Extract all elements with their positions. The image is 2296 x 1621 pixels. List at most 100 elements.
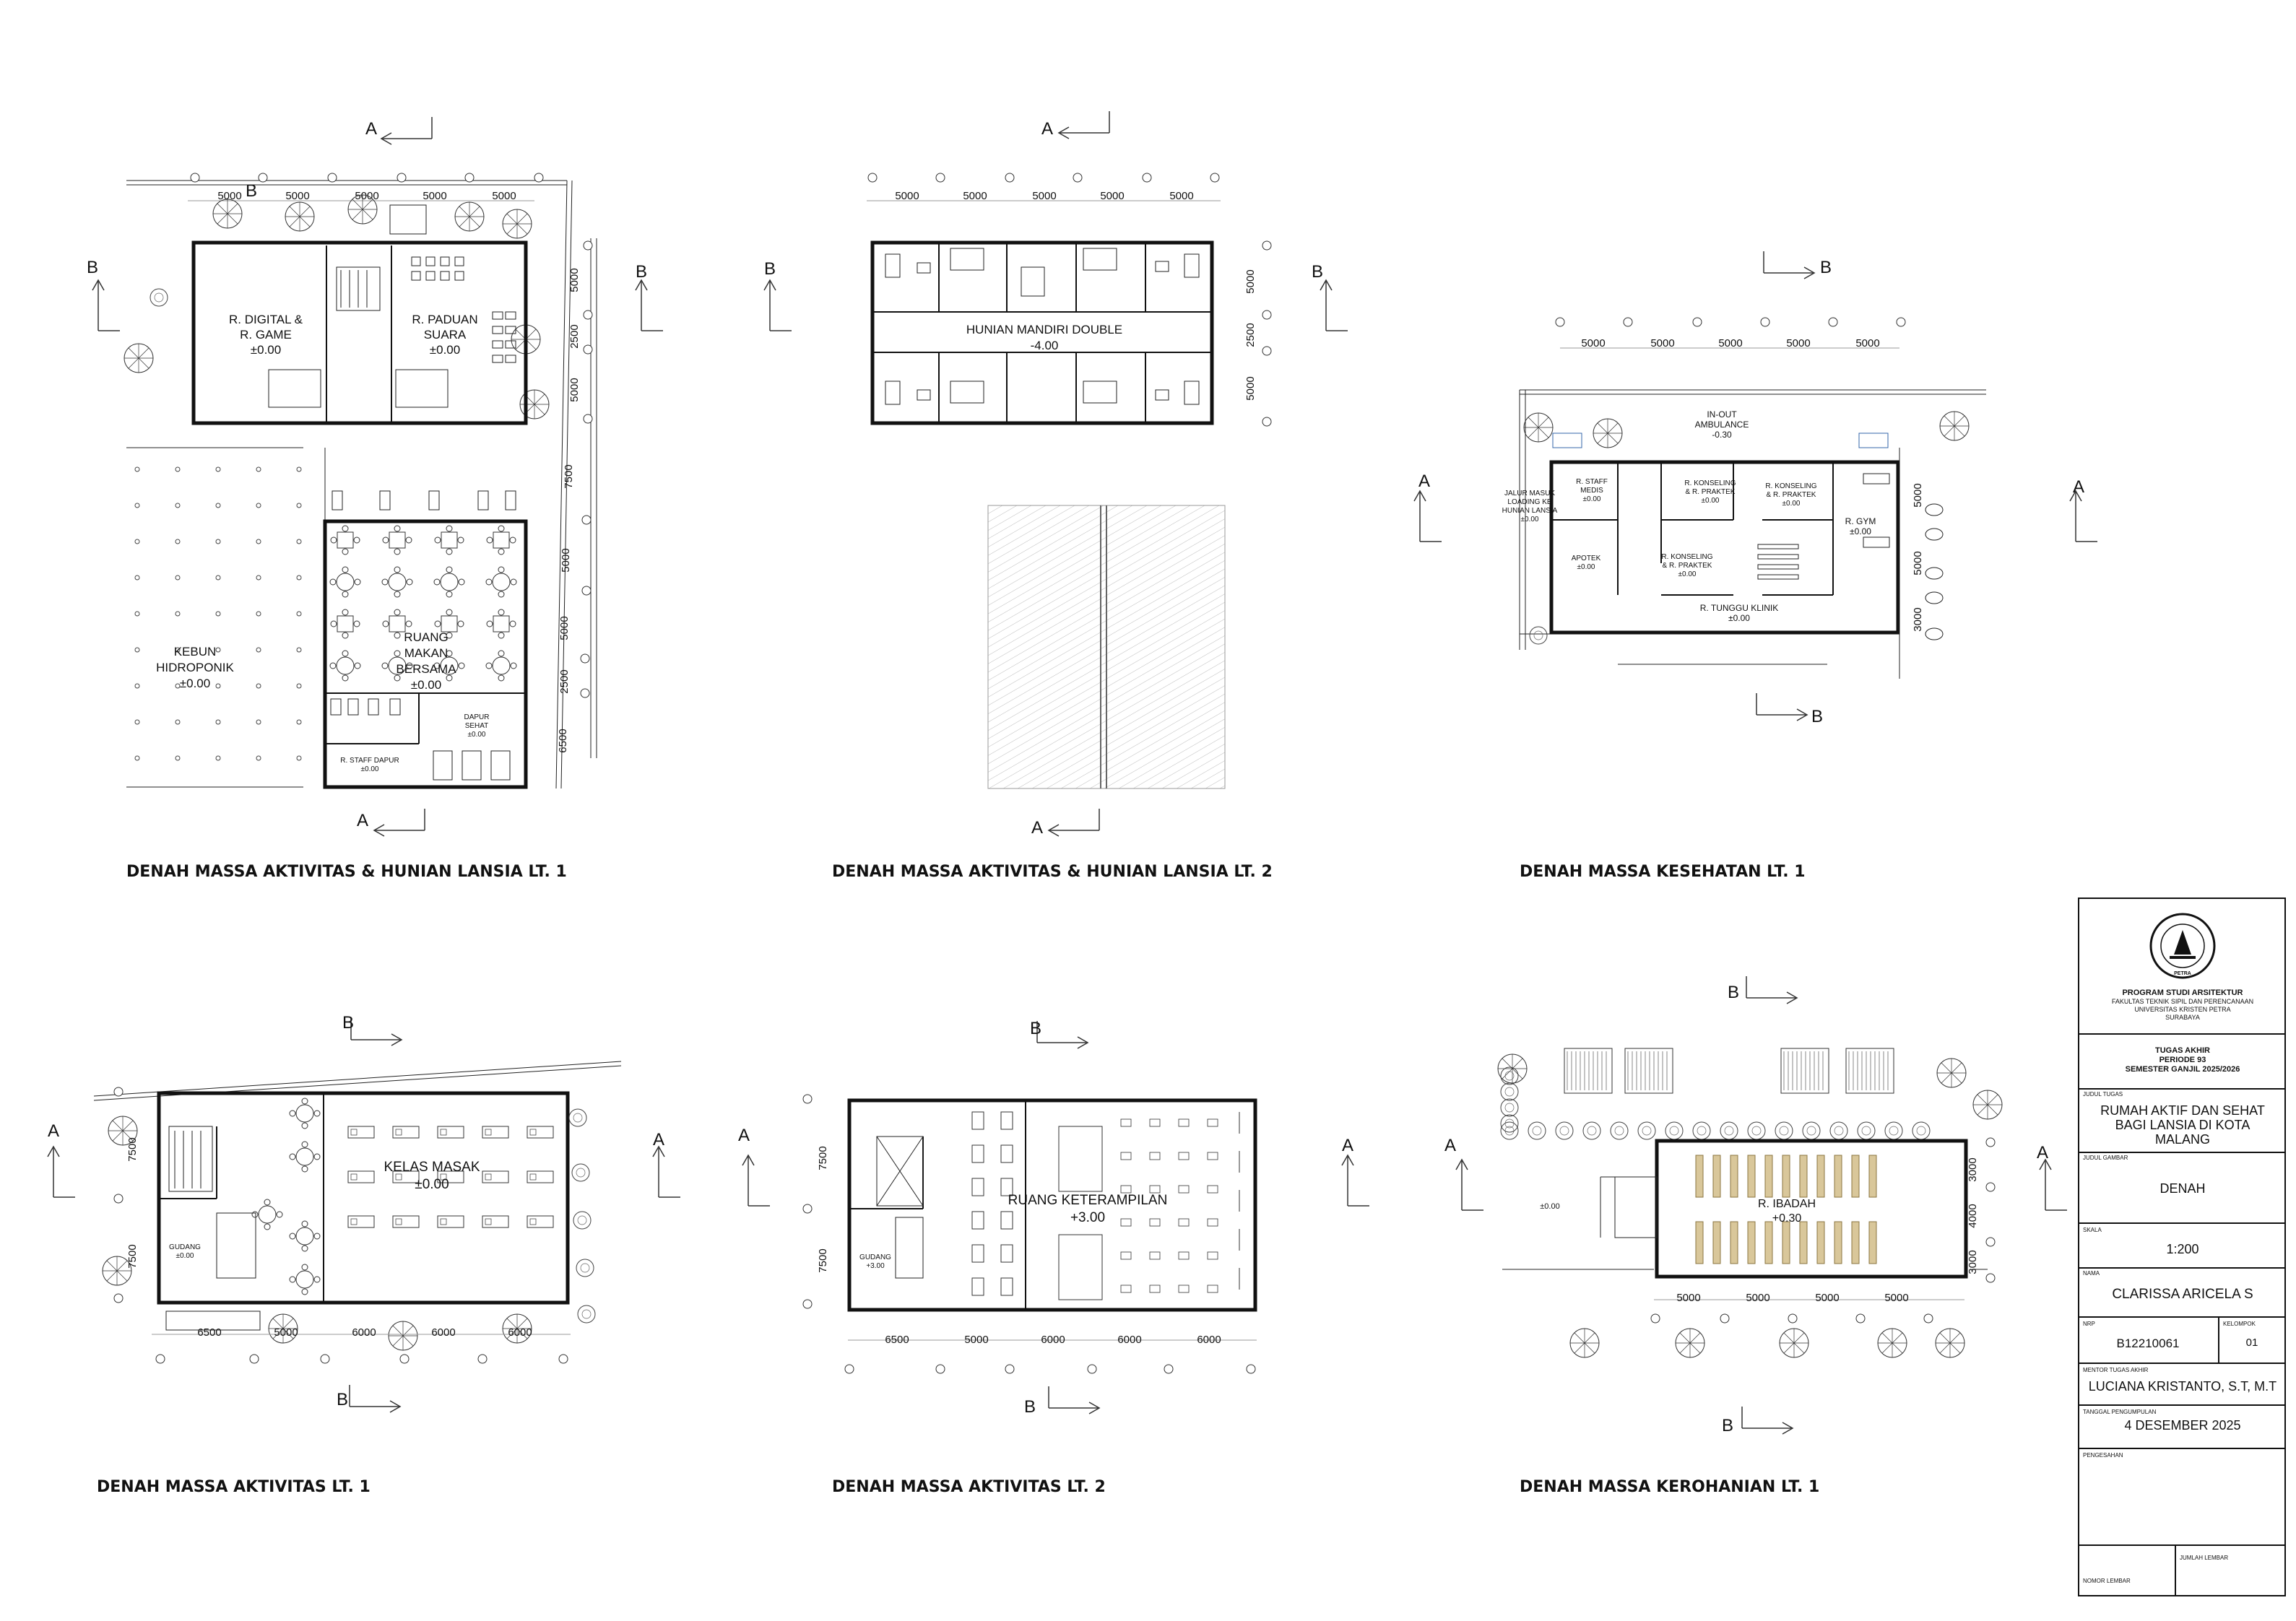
drawing-title: DENAH MASSA KESEHATAN LT. 1 — [1520, 863, 1806, 881]
city-name: SURABAYA — [2165, 1014, 2200, 1021]
dim-label: 2500 — [568, 324, 581, 348]
dim-label: 5000 — [423, 190, 446, 202]
room-label: RUANG KETERAMPILAN — [1008, 1193, 1168, 1208]
university-logo: PETRA — [2149, 913, 2216, 979]
room-level: ±0.00 — [176, 1252, 194, 1260]
room-label: R. KONSELING — [1684, 479, 1736, 487]
dim-label: 5000 — [963, 190, 987, 202]
drawing-aktivitas-hunian-lt1: A A B B B 5000 5000 5000 5000 5000 — [87, 116, 664, 881]
dim-label: 5000 — [274, 1326, 298, 1339]
field-label: TANGGAL PENGUMPULAN — [2083, 1409, 2157, 1415]
drawing-title: DENAH MASSA KEROHANIAN LT. 1 — [1520, 1478, 1819, 1496]
room-label: R. STAFF DAPUR — [340, 757, 399, 765]
dim-label: 5000 — [1169, 190, 1193, 202]
room-label: R. KONSELING — [1765, 482, 1816, 490]
dim-label: 5000 — [1786, 337, 1810, 349]
room-label: KELAS MASAK — [384, 1160, 480, 1175]
mentor-name: LUCIANA KRISTANTO, S.T, M.T — [2089, 1379, 2276, 1394]
room-label: KEBUN — [174, 645, 217, 659]
section-mark-b: B — [1811, 707, 1823, 726]
dim-label: 7500 — [817, 1146, 829, 1170]
room-label: RUANG — [404, 630, 448, 644]
dim-label: 5000 — [895, 190, 919, 202]
dim-label: 5000 — [1718, 337, 1742, 349]
section-mark-b: B — [1312, 262, 1323, 282]
room-label: R. STAFF — [1576, 478, 1608, 486]
student-name: CLARISSA ARICELA S — [2112, 1287, 2253, 1302]
dim-label: 5000 — [964, 1334, 988, 1346]
section-mark-a: A — [653, 1130, 664, 1150]
room-label: BERSAMA — [396, 662, 456, 676]
section-mark-b: B — [246, 181, 257, 201]
room-label: AMBULANCE — [1695, 420, 1749, 430]
dim-label: 6000 — [1197, 1334, 1221, 1346]
field-label: JUDUL GAMBAR — [2083, 1155, 2128, 1161]
dim-label: 2500 — [558, 669, 571, 693]
section-mark-a: A — [2037, 1143, 2048, 1162]
dim-label: 7500 — [817, 1248, 829, 1272]
university-name: UNIVERSITAS KRISTEN PETRA — [2134, 1006, 2230, 1013]
dim-label: 5000 — [1884, 1292, 1908, 1304]
room-level: ±0.00 — [1782, 500, 1801, 508]
outdoor-benches — [1564, 1048, 1894, 1094]
section-mark-b: B — [342, 1013, 354, 1033]
room-label: HUNIAN MANDIRI DOUBLE — [966, 323, 1122, 336]
room-label: HUNIAN LANSIA — [1502, 507, 1558, 515]
dim-label: 5000 — [1244, 376, 1257, 400]
dim-label: 6000 — [508, 1326, 532, 1339]
room-label: & R. PRAKTEK — [1663, 562, 1712, 570]
room-level: ±0.00 — [361, 765, 379, 773]
dim-label: 5000 — [1032, 190, 1056, 202]
room-label: & R. PRAKTEK — [1767, 491, 1816, 499]
field-label: NRP — [2083, 1321, 2095, 1327]
drawing-kesehatan-lt1: B B A A 5000 5000 5000 5000 5000 — [1413, 251, 2098, 881]
group-number: 01 — [2246, 1337, 2258, 1349]
room-label: GUDANG — [859, 1253, 891, 1261]
field-label: KELOMPOK — [2223, 1321, 2256, 1327]
section-mark-a: A — [2073, 477, 2084, 497]
drawing-kerohanian-lt1: B B A A R. IBADAH +0.30 ±0.00 5000 5000 … — [1444, 975, 2068, 1496]
section-mark-a: A — [1041, 119, 1053, 139]
dim-label: 3000 — [1912, 607, 1924, 631]
room-label: SEHAT — [465, 722, 489, 730]
task-label: TUGAS AKHIR — [2155, 1046, 2210, 1055]
scale-value: 1:200 — [2166, 1242, 2198, 1256]
dim-label: 5000 — [1746, 1292, 1769, 1304]
drawing-title: DENAH MASSA AKTIVITAS & HUNIAN LANSIA LT… — [832, 863, 1273, 881]
drawing-title: DENAH MASSA AKTIVITAS & HUNIAN LANSIA LT… — [126, 863, 567, 881]
room-level: +3.00 — [866, 1262, 885, 1270]
student-id: B12210061 — [2117, 1337, 2180, 1350]
project-title: RUMAH AKTIF DAN SEHAT — [2100, 1103, 2265, 1118]
section-mark-b: B — [764, 259, 776, 279]
field-label: PENGESAHAN — [2083, 1452, 2123, 1459]
field-label: JUMLAH LEMBAR — [2180, 1555, 2228, 1561]
field-label: NOMOR LEMBAR — [2083, 1578, 2131, 1584]
room-level: ±0.00 — [1728, 613, 1750, 623]
room-level: ±0.00 — [180, 677, 210, 690]
room-level: ±0.00 — [1540, 1202, 1559, 1211]
drawing-name: DENAH — [2159, 1181, 2205, 1196]
submission-date: 4 DESEMBER 2025 — [2124, 1418, 2240, 1433]
project-title: MALANG — [2155, 1132, 2210, 1147]
room-level: -4.00 — [1031, 339, 1059, 352]
room-label: R. TUNGGU KLINIK — [1700, 603, 1778, 613]
room-level: ±0.00 — [1521, 516, 1539, 523]
dim-label: 5000 — [492, 190, 516, 202]
dim-label: 5000 — [568, 378, 581, 401]
dim-label: 5000 — [217, 190, 241, 202]
dim-label: 5000 — [558, 616, 571, 640]
faculty-name: FAKULTAS TEKNIK SIPIL DAN PERENCANAAN — [2112, 998, 2253, 1005]
room-level: ±0.00 — [251, 343, 281, 357]
dim-label: 7500 — [126, 1137, 139, 1161]
drawing-aktivitas-lt2: B B A A RUANG KETERAMPILAN +3.00 GUDANG … — [738, 1019, 1370, 1496]
dim-label: 5000 — [1815, 1292, 1839, 1304]
hydroponic-garden-grid — [134, 466, 302, 761]
dim-label: 5000 — [1912, 551, 1924, 575]
dim-label: 6000 — [1041, 1334, 1065, 1346]
field-label: SKALA — [2083, 1227, 2102, 1233]
section-mark-a: A — [738, 1126, 750, 1145]
section-mark-a: A — [1031, 818, 1043, 838]
section-mark-a: A — [365, 119, 377, 139]
room-label: & R. PRAKTEK — [1686, 488, 1736, 496]
